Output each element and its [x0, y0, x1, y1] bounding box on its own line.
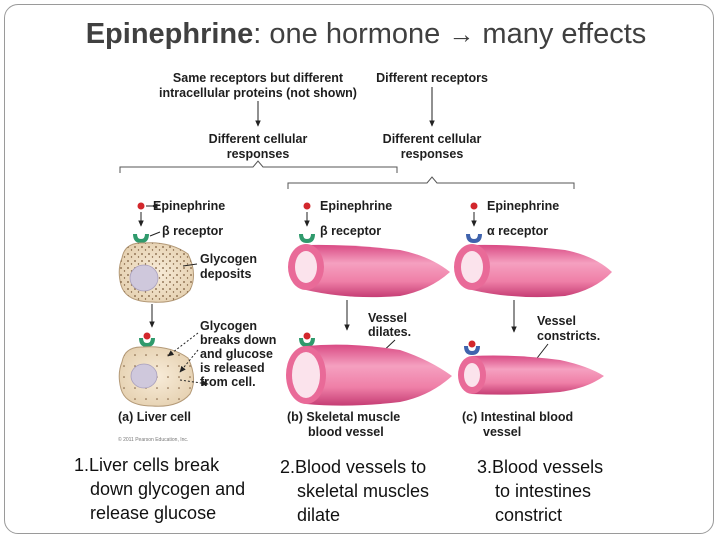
label-panel-a: (a) Liver cell: [118, 410, 191, 424]
label-panel-c-2: vessel: [483, 425, 521, 439]
caption-line: Blood vessels: [492, 457, 604, 477]
caption-number: 1.: [74, 455, 90, 475]
bracket-left: [119, 160, 398, 173]
panel-skeletal-muscle: Epinephrine β receptor Vessel dilates. (…: [286, 199, 452, 439]
copyright-text: © 2011 Pearson Education, Inc.: [118, 436, 188, 443]
label-constricts-1: Vessel: [537, 314, 576, 328]
nucleus-icon: [129, 264, 159, 292]
caption-number: 3.: [477, 457, 493, 477]
label-beta-receptor: β receptor: [320, 224, 381, 238]
title-rest: : one hormone: [253, 18, 449, 50]
beta-receptor-icon: [139, 338, 155, 347]
alpha-receptor-icon: [464, 346, 480, 355]
label-resp-left-2: responses: [227, 147, 290, 161]
slide-frame: [4, 4, 714, 534]
vessel-normal: [472, 244, 612, 298]
title-bold: Epinephrine: [85, 18, 254, 50]
caption-intestinal: 3.Blood vessels to intestines constrict: [477, 455, 603, 527]
vessel-dilated: [306, 344, 452, 406]
caption-line: to intestines: [495, 481, 592, 501]
label-epinephrine: Epinephrine: [487, 199, 559, 213]
epinephrine-molecule-icon: [470, 202, 478, 210]
label-glycogen-2: deposits: [200, 267, 251, 281]
label-resp-left-1: Different cellular: [209, 132, 308, 146]
alpha-receptor-icon: [466, 234, 482, 243]
label-glycogen-1: Glycogen: [200, 252, 257, 266]
caption-line: Blood vessels to: [295, 457, 427, 477]
label-epinephrine: Epinephrine: [153, 199, 225, 213]
label-panel-c-1: (c) Intestinal blood: [462, 410, 573, 424]
label-panel-b-1: (b) Skeletal muscle: [287, 410, 400, 424]
beta-receptor-icon: [299, 338, 315, 347]
label-intracellular: intracellular proteins (not shown): [159, 86, 357, 100]
label-resp-right-1: Different cellular: [383, 132, 482, 146]
label-alpha-receptor: α receptor: [487, 224, 548, 238]
label-breaks-5: from cell.: [200, 375, 256, 389]
label-dilates-1: Vessel: [368, 311, 407, 325]
panel-liver-cell: Epinephrine β receptor Glycogen deposits…: [118, 199, 276, 443]
label-breaks-3: and glucose: [200, 347, 273, 361]
caption-line: Liver cells break: [89, 455, 220, 475]
label-same-receptors: Same receptors but different: [173, 71, 344, 85]
beta-receptor-icon: [299, 234, 315, 243]
label-constricts-2: constricts.: [537, 329, 600, 343]
label-dilates-2: dilates.: [368, 325, 411, 339]
nucleus-icon: [130, 363, 158, 389]
slide-title: Epinephrine: one hormone → many effects: [0, 18, 720, 51]
caption-line: down glycogen and: [90, 479, 246, 499]
label-resp-right-2: responses: [401, 147, 464, 161]
label-beta-receptor: β receptor: [162, 224, 223, 238]
epinephrine-molecule-icon: [143, 332, 151, 340]
caption-skeletal: 2.Blood vessels to skeletal muscles dila…: [280, 455, 429, 527]
label-breaks-4: is released: [200, 361, 265, 375]
caption-line: skeletal muscles: [297, 481, 430, 501]
vessel-constricted: [472, 355, 604, 395]
epinephrine-molecule-icon: [303, 202, 311, 210]
bracket-right: [287, 176, 575, 189]
caption-line: dilate: [297, 505, 341, 525]
epinephrine-molecule-icon: [468, 340, 476, 348]
beta-receptor-icon: [133, 234, 149, 243]
label-breaks-2: breaks down: [200, 333, 276, 347]
vessel-normal: [306, 244, 450, 298]
label-breaks-1: Glycogen: [200, 319, 257, 333]
caption-liver: 1.Liver cells break down glycogen and re…: [74, 453, 245, 525]
label-panel-b-2: blood vessel: [308, 425, 384, 439]
label-different-receptors: Different receptors: [376, 71, 488, 85]
epinephrine-molecule-icon: [303, 332, 311, 340]
epinephrine-molecule-icon: [137, 202, 145, 210]
caption-number: 2.: [280, 457, 296, 477]
caption-line: constrict: [495, 505, 563, 525]
caption-line: release glucose: [90, 503, 217, 523]
arrow-right-icon: →: [448, 19, 475, 49]
panel-intestinal-vessel: Epinephrine α receptor Vessel constricts…: [454, 199, 612, 439]
label-epinephrine: Epinephrine: [320, 199, 392, 213]
title-tail: many effects: [474, 18, 647, 50]
